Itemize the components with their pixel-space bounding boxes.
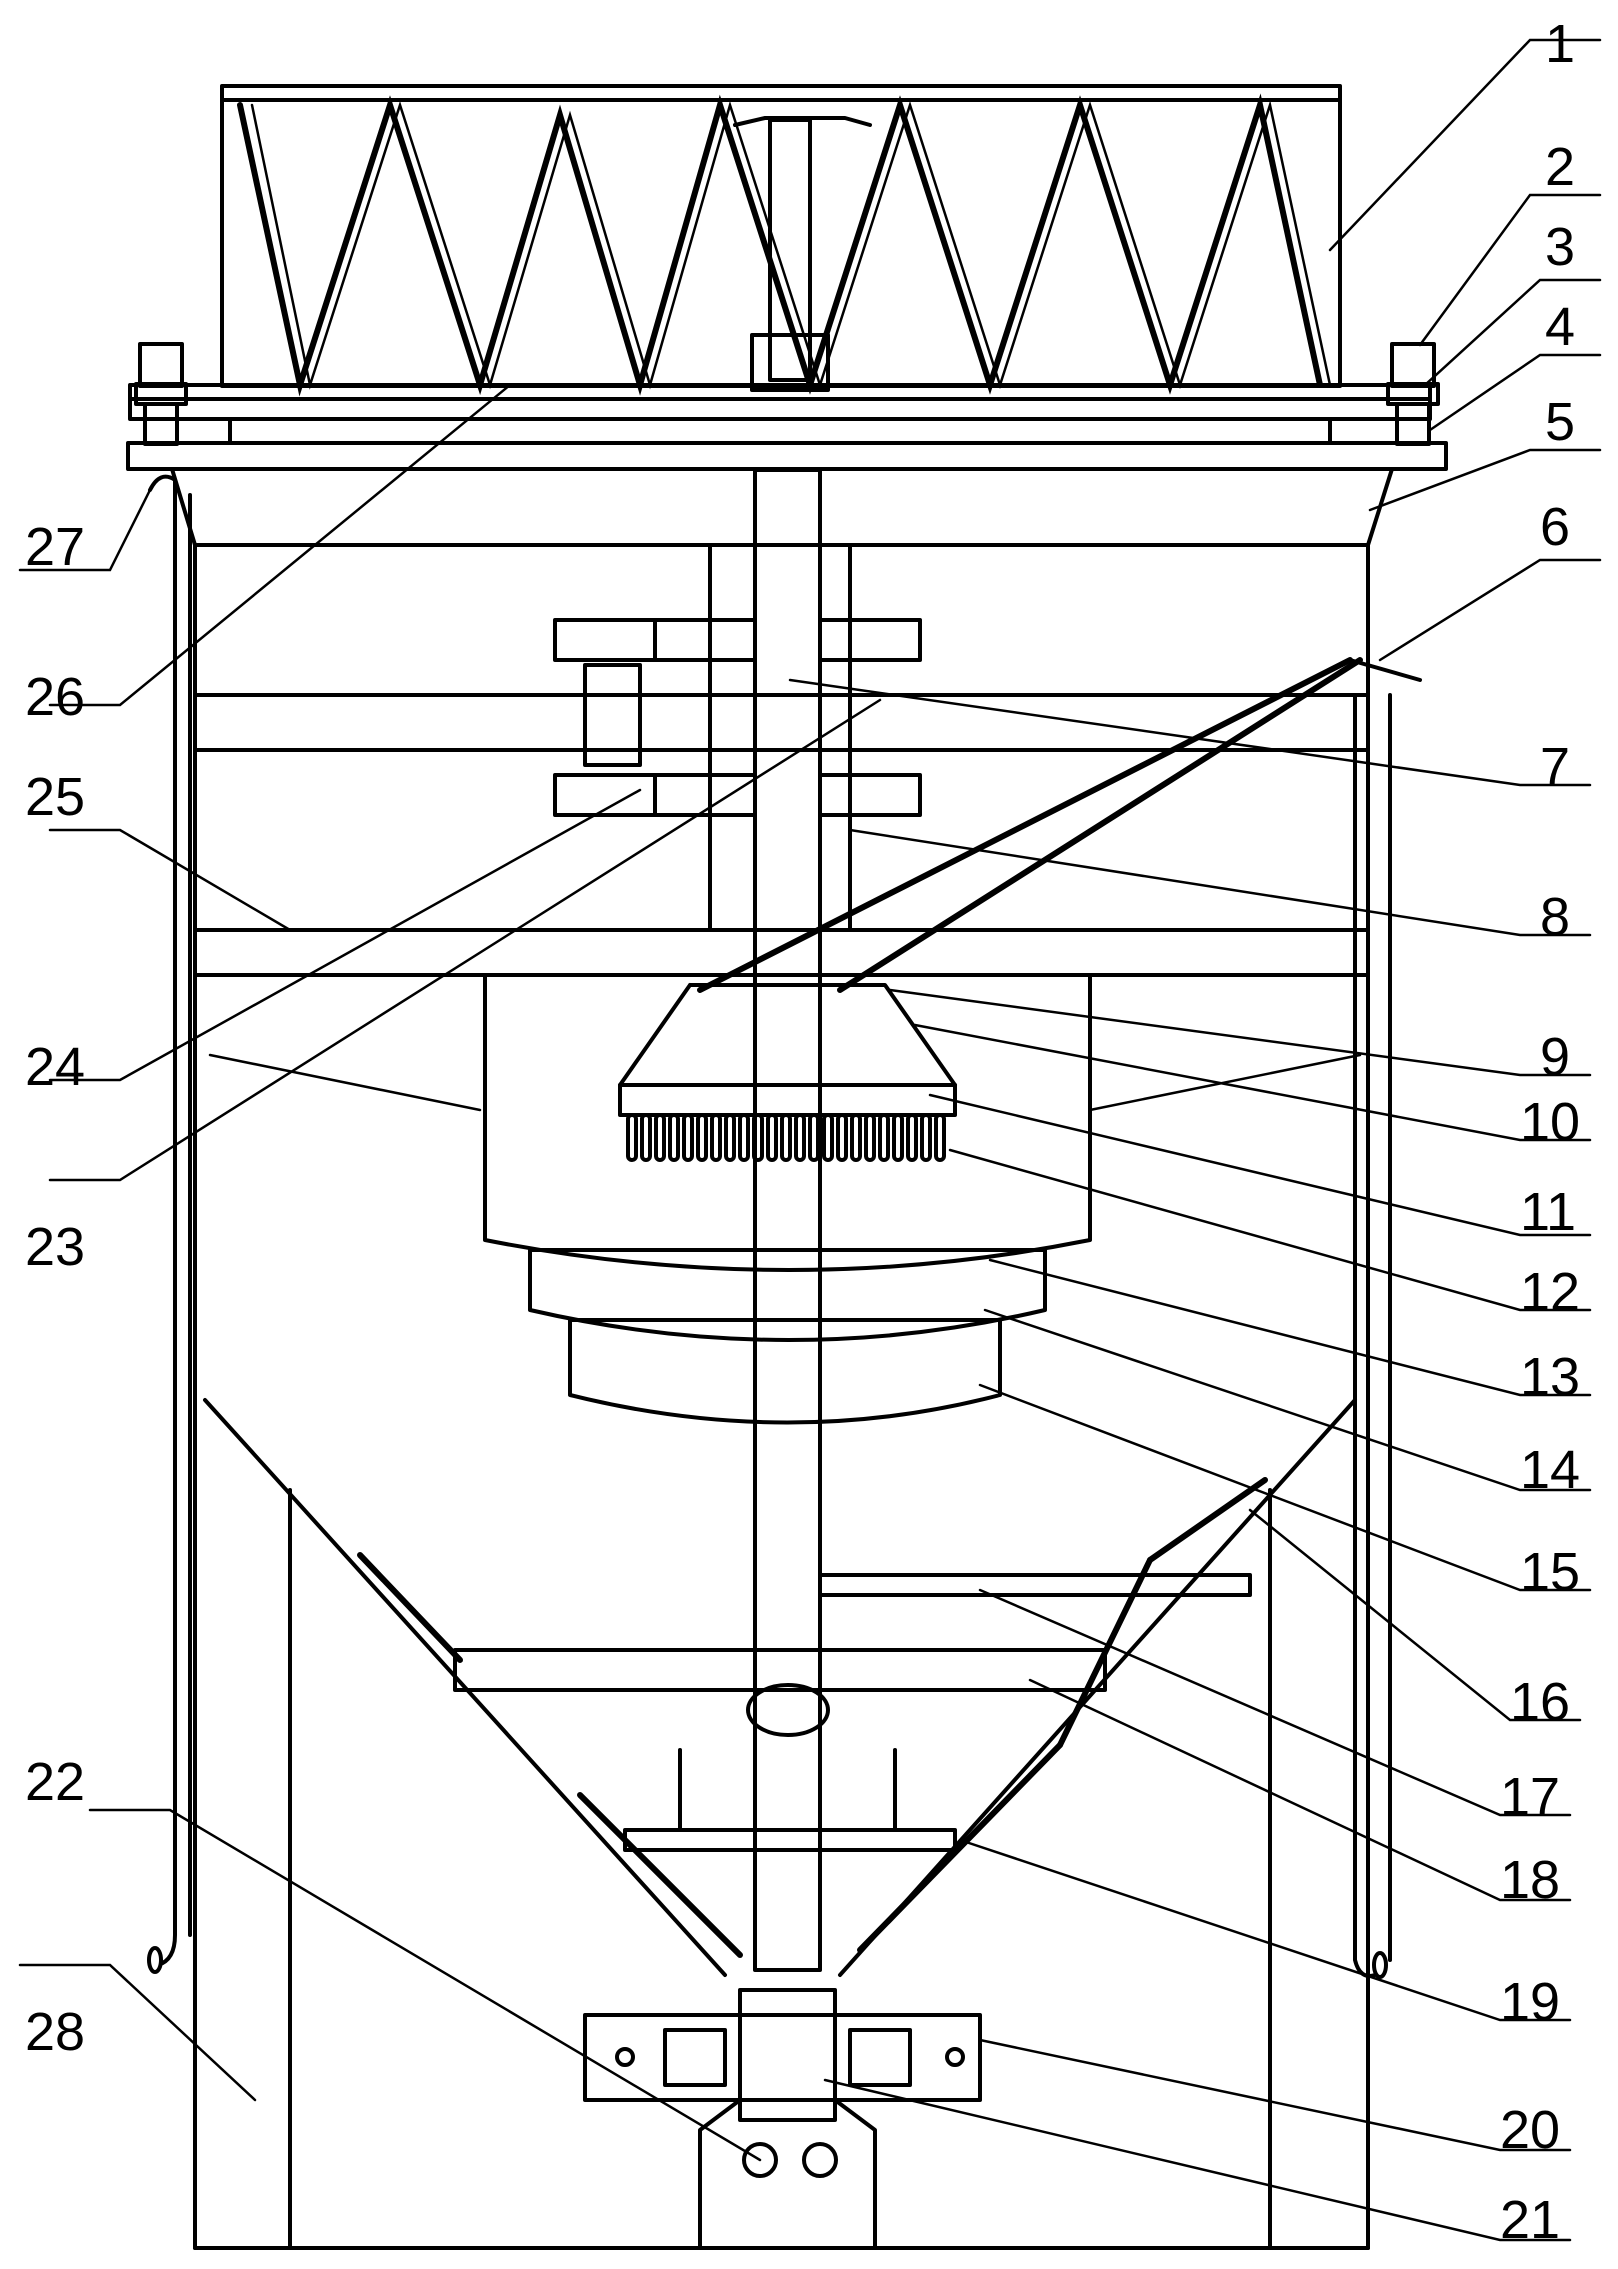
label-12: 12 <box>1520 1262 1580 1322</box>
comb-tooth <box>878 1113 890 1162</box>
label-2: 2 <box>1545 137 1575 197</box>
spray-head <box>618 657 1422 1162</box>
comb-tooth <box>766 1113 778 1162</box>
label-13: 13 <box>1520 1347 1580 1407</box>
label-5: 5 <box>1545 392 1575 452</box>
part-labels: 1 2 3 4 5 6 7 8 9 10 11 12 13 14 15 16 1… <box>25 14 1580 2250</box>
comb-tooth <box>710 1113 722 1162</box>
label-6: 6 <box>1540 497 1570 557</box>
side-pipes <box>147 474 1392 1979</box>
label-9: 9 <box>1540 1027 1570 1087</box>
top-plate-assembly <box>126 342 1448 471</box>
comb-tooth <box>640 1113 652 1162</box>
bottom-outlet <box>583 1988 982 2250</box>
label-27: 27 <box>25 517 85 577</box>
comb-tooth <box>808 1113 820 1162</box>
flared-rim <box>170 467 1394 547</box>
comb-tooth <box>850 1113 862 1162</box>
label-23: 23 <box>25 1217 85 1277</box>
label-14: 14 <box>1520 1440 1580 1500</box>
comb-tooth <box>920 1113 932 1162</box>
label-4: 4 <box>1545 297 1575 357</box>
label-7: 7 <box>1540 737 1570 797</box>
label-17: 17 <box>1500 1767 1560 1827</box>
leader-lines <box>18 38 1602 2242</box>
drive-unit <box>553 468 922 1972</box>
comb-tooth <box>906 1113 918 1162</box>
comb-tooth <box>696 1113 708 1162</box>
comb-tooth <box>794 1113 806 1162</box>
label-22: 22 <box>25 1752 85 1812</box>
label-25: 25 <box>25 767 85 827</box>
label-15: 15 <box>1520 1542 1580 1602</box>
comb-tooth <box>934 1113 946 1162</box>
label-26: 26 <box>25 667 85 727</box>
comb-tooth <box>864 1113 876 1162</box>
comb-tooth <box>892 1113 904 1162</box>
comb-tooth <box>822 1113 834 1162</box>
label-11: 11 <box>1520 1182 1576 1242</box>
label-28: 28 <box>25 2002 85 2062</box>
label-21: 21 <box>1500 2190 1560 2250</box>
label-3: 3 <box>1545 217 1575 277</box>
label-8: 8 <box>1540 887 1570 947</box>
comb-tooth <box>752 1113 764 1162</box>
label-24: 24 <box>25 1037 85 1097</box>
label-19: 19 <box>1500 1972 1560 2032</box>
label-18: 18 <box>1500 1850 1560 1910</box>
label-1: 1 <box>1545 14 1575 74</box>
tank-body <box>193 543 1370 2250</box>
label-10: 10 <box>1520 1092 1580 1152</box>
comb-tooth <box>626 1113 638 1162</box>
label-16: 16 <box>1510 1672 1570 1732</box>
comb-tooth <box>738 1113 750 1162</box>
comb-tooth <box>836 1113 848 1162</box>
comb-tooth <box>682 1113 694 1162</box>
comb-tooth <box>780 1113 792 1162</box>
top-truss-frame <box>220 84 1342 397</box>
comb-tooth <box>724 1113 736 1162</box>
lower-supports <box>453 1573 1252 1852</box>
comb-tooth <box>654 1113 666 1162</box>
label-20: 20 <box>1500 2100 1560 2160</box>
comb-tooth <box>668 1113 680 1162</box>
